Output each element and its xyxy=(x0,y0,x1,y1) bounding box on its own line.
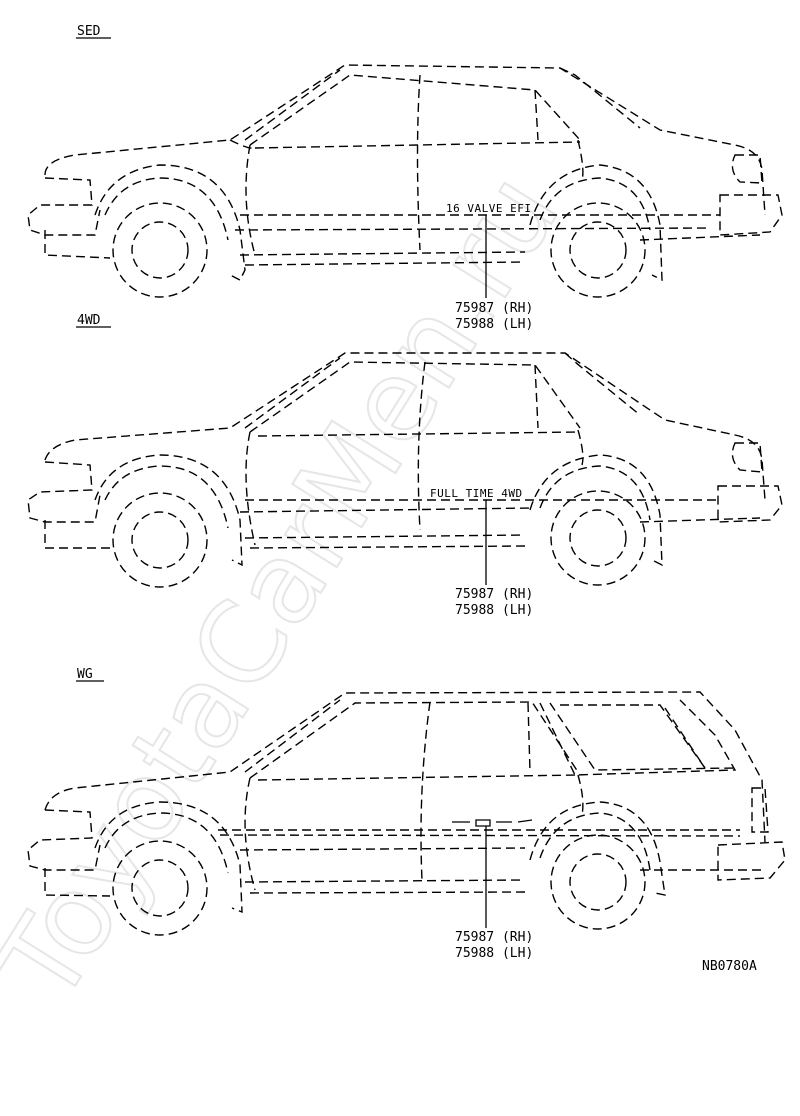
part-number-rh: 75987 (RH) xyxy=(455,301,533,316)
part-number-lh: 75988 (LH) xyxy=(455,946,533,961)
section-heading-4wd: 4WD xyxy=(77,313,101,328)
diagram-code: NB0780A xyxy=(702,959,757,974)
part-number-rh: 75987 (RH) xyxy=(455,587,533,602)
4wd-drawing: 4WD xyxy=(27,313,783,588)
part-number-lh: 75988 (LH) xyxy=(455,317,533,332)
section-heading-sed: SED xyxy=(77,24,101,39)
sedan-drawing: SED xyxy=(27,24,783,298)
emblem-text-sed: 16 VALVE EFI xyxy=(446,202,531,215)
wagon-callout: 75987 (RH) 75988 (LH) xyxy=(455,826,533,961)
4wd-callout: FULL TIME 4WD 75987 (RH) 75988 (LH) xyxy=(430,487,533,618)
part-number-lh: 75988 (LH) xyxy=(455,603,533,618)
wagon-drawing: WG xyxy=(27,667,786,936)
part-number-rh: 75987 (RH) xyxy=(455,930,533,945)
section-heading-wg: WG xyxy=(77,667,93,682)
sedan-callout: 16 VALVE EFI 75987 (RH) 75988 (LH) xyxy=(446,202,533,332)
emblem-text-4wd: FULL TIME 4WD xyxy=(430,487,523,500)
